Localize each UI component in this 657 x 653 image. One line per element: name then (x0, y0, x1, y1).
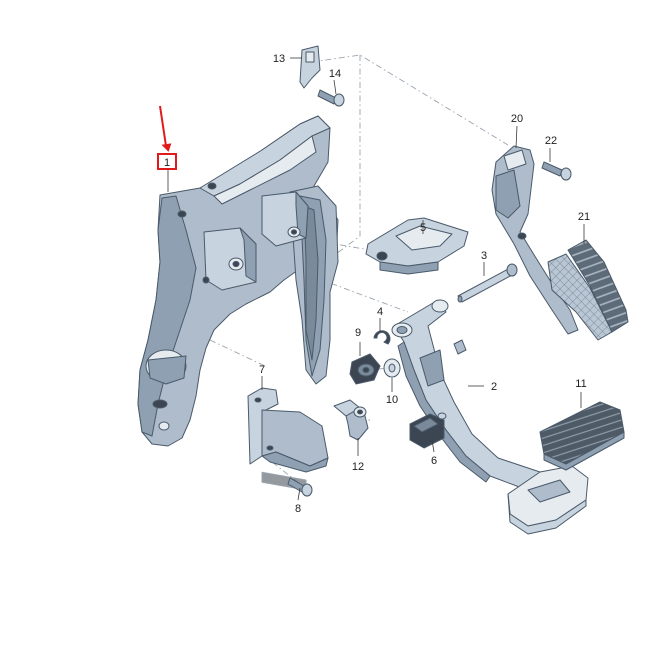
leader-lines (167, 57, 585, 501)
highlight-arrow (159, 105, 172, 152)
accelerator-pedal-part-20 (491, 145, 579, 335)
highlight-box (157, 153, 177, 170)
pedal-pad-part-11 (539, 401, 625, 471)
callout-8: 8 (295, 503, 301, 515)
callout-14: 14 (329, 68, 341, 80)
callout-4: 4 (377, 306, 383, 318)
screw-part-22 (541, 161, 572, 181)
callout-3: 3 (481, 250, 487, 262)
callout-22: 22 (545, 135, 557, 147)
screw-part-14 (317, 89, 345, 107)
bushing-part-9 (349, 353, 381, 385)
callout-13: 13 (273, 53, 285, 65)
callout-7: 7 (259, 364, 265, 376)
switch-part-12 (333, 399, 369, 441)
sensor-part-5 (365, 217, 469, 275)
callout-9: 9 (355, 327, 361, 339)
callout-6: 6 (431, 455, 437, 467)
bracket-plate-part-13 (299, 45, 321, 89)
callout-12: 12 (352, 461, 364, 473)
callout-21: 21 (578, 211, 590, 223)
brake-pedal-arm-part-2 (391, 299, 589, 535)
pivot-pin-part-3 (457, 263, 518, 303)
accelerator-pad-part-21 (547, 239, 629, 341)
mounting-bracket-part-7 (247, 387, 329, 491)
callout-20: 20 (511, 113, 523, 125)
callout-labels: 1 2 3 4 5 6 7 8 9 10 11 12 13 14 20 21 2… (164, 53, 590, 515)
callout-1: 1 (164, 157, 170, 169)
callout-2: 2 (491, 381, 497, 393)
callout-11: 11 (575, 378, 586, 390)
callout-5: 5 (420, 222, 426, 234)
circlip-part-4 (373, 330, 391, 345)
pedal-bracket-part-1 (137, 115, 339, 447)
callout-10: 10 (386, 394, 398, 406)
washer-part-10 (383, 358, 401, 378)
switch-part-6 (409, 412, 447, 449)
